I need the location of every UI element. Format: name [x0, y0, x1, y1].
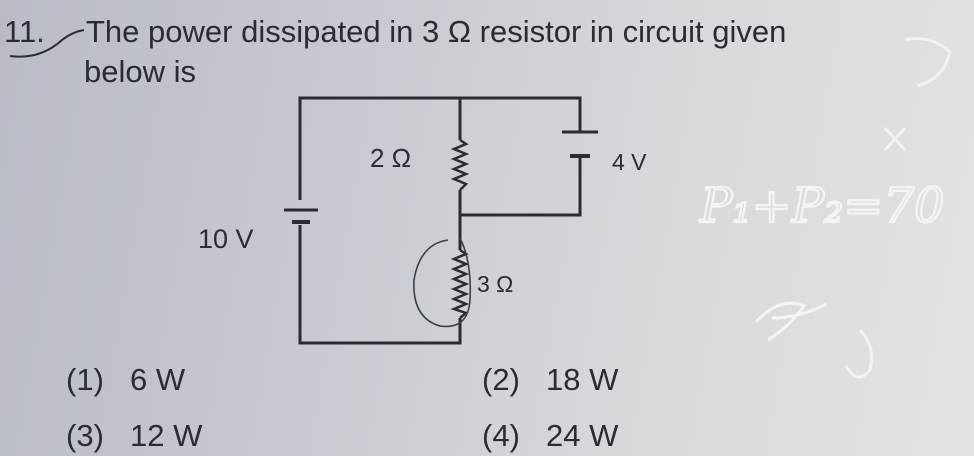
- question-text-line2: below is: [84, 54, 196, 89]
- option-4-label: (4): [482, 418, 520, 453]
- handwritten-scribble: [754, 301, 827, 342]
- question-text-line1: The power dissipated in 3 Ω resistor in …: [86, 14, 787, 49]
- wire-top-right: [460, 96, 582, 132]
- option-4: (4) 24 W: [482, 418, 618, 454]
- label-3-ohm: 3 Ω: [477, 271, 513, 297]
- pencil-circle-mark: [413, 237, 472, 328]
- option-2: (2) 18 W: [482, 362, 618, 398]
- label-2-ohm: 2 Ω: [370, 143, 411, 173]
- handwritten-underline: [9, 29, 85, 58]
- option-2-value: 18 W: [546, 362, 619, 397]
- resistor-2-ohm: [450, 138, 470, 191]
- option-1-label: (1): [66, 362, 104, 397]
- label-4v: 4 V: [612, 149, 647, 175]
- handwritten-equation: P₁+P₂=70: [699, 178, 945, 234]
- option-1: (1) 6 W: [66, 362, 185, 398]
- option-2-label: (2): [482, 362, 520, 397]
- resistor-3-ohm: [450, 248, 470, 319]
- wire-right-lower: [460, 158, 582, 217]
- pencil-mark-topright: [904, 37, 952, 88]
- wire-top-left: [298, 96, 460, 200]
- option-1-value: 6 W: [130, 362, 186, 397]
- label-10v: 10 V: [198, 224, 254, 254]
- option-3: (3) 12 W: [66, 418, 202, 454]
- pencil-mark-bottomright: [844, 328, 874, 379]
- wire-bottom: [298, 225, 462, 345]
- question-number: 11.: [4, 14, 45, 49]
- pencil-mark-cross: [883, 126, 907, 152]
- option-3-label: (3): [66, 418, 104, 453]
- option-3-value: 12 W: [130, 418, 203, 453]
- option-4-value: 24 W: [546, 418, 619, 453]
